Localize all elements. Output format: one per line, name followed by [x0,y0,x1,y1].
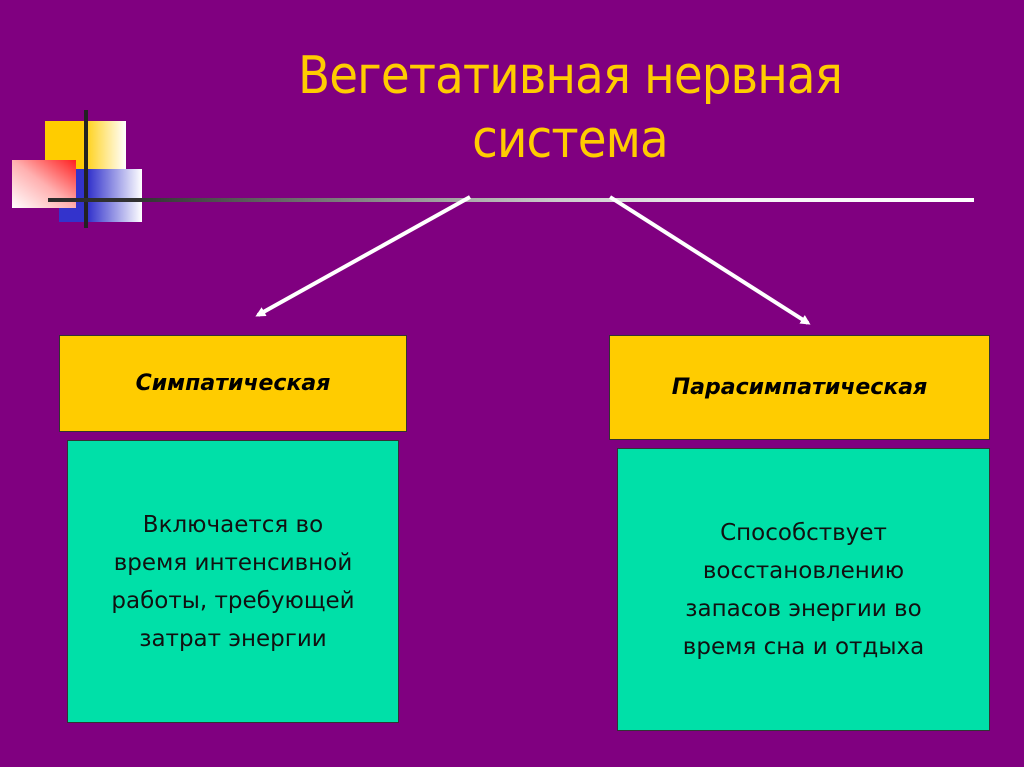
parasympathetic-line-1: Способствует [720,519,887,546]
logo-vertical-line [84,110,88,228]
parasympathetic-description-box: Способствует восстановлению запасов энер… [617,448,990,731]
sympathetic-label: Симпатическая [135,371,331,396]
slide-title: Вегетативная нервная система [237,44,903,172]
parasympathetic-line-4: время сна и отдыха [682,633,925,660]
sympathetic-line-2: время интенсивной [113,549,353,576]
parasympathetic-line-3: запасов энергии во [685,595,922,622]
title-line-1: Вегетативная нервная [298,46,843,106]
parasympathetic-label: Парасимпатическая [671,375,928,400]
parasympathetic-line-2: восстановлению [702,557,905,584]
title-divider-line [48,198,974,202]
title-line-2: система [472,110,669,170]
parasympathetic-label-box: Парасимпатическая [609,335,990,440]
sympathetic-line-1: Включается во [142,511,324,538]
decorative-logo [0,100,160,230]
arrow-left [255,195,471,317]
sympathetic-line-4: затрат энергии [139,625,327,652]
sympathetic-line-3: работы, требующей [111,587,355,614]
sympathetic-description-box: Включается во время интенсивной работы, … [67,440,399,723]
sympathetic-label-box: Симпатическая [59,335,407,432]
arrow-right [608,195,811,325]
